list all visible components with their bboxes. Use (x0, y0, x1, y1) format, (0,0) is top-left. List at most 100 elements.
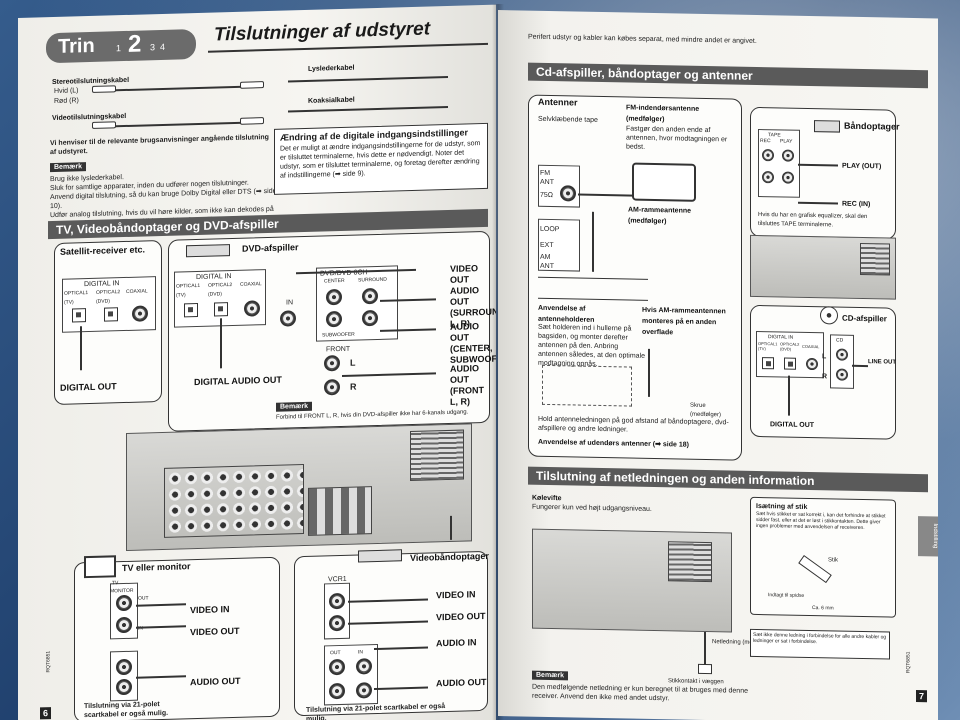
plug-label: Stik (828, 557, 839, 564)
section-cd-tape-antenna: Cd-afspiller, båndoptager og antenner (528, 62, 928, 89)
vcr-audio-in: AUDIO IN (436, 637, 477, 649)
cd-label: CD (836, 337, 844, 344)
step-1: 1 (116, 43, 122, 54)
cd-optical1: OPTICAL1 (TV) (758, 340, 778, 352)
trin-header: Trin 1 2 3 4 (46, 29, 196, 64)
tv-video-out: VIDEO OUT (190, 625, 240, 638)
cd-l-label: L (822, 353, 827, 361)
tv-icon (84, 555, 116, 579)
satellite-optical2: OPTICAL2 (DVD) (96, 289, 121, 305)
am-ant-label: AM ANT (540, 253, 554, 271)
power-note: Den medfølgende netledning er kun beregn… (532, 683, 748, 703)
cd-disc-icon (820, 306, 838, 325)
plug-mm-label: Ca. 6 mm (812, 605, 834, 612)
cd-line-cable (852, 364, 868, 368)
vcr-scart-note: Tilslutning via 21-polet scartkabel er o… (306, 703, 446, 720)
dvd-optical2: OPTICAL2 (DVD) (208, 282, 233, 298)
antenna-title: Antenner (538, 96, 578, 108)
tape-play-label: PLAY (780, 138, 793, 145)
satellite-optical1: OPTICAL1 (TV) (64, 290, 89, 306)
rca-jack-icon (762, 149, 774, 162)
left-page: Trin 1 2 3 4 Tilslutninger af udstyret S… (18, 4, 496, 720)
other-note: Sæt ikke denne ledning i forbindelse for… (753, 631, 887, 646)
subwoofer-label: SUBWOOFER (322, 331, 355, 339)
optical-port-icon (184, 302, 198, 318)
cooling-fan-icon (860, 242, 890, 276)
ohm-label: 75Ω (540, 191, 554, 200)
vcr-audio-out: AUDIO OUT (436, 676, 487, 689)
dvd-player-device-icon (186, 244, 230, 258)
doc-code-left: RQT6851 (45, 650, 52, 673)
step-2: 2 (128, 30, 142, 58)
optical-port-icon (72, 308, 86, 323)
manual-spread: Trin 1 2 3 4 Tilslutninger af udstyret S… (18, 4, 940, 720)
step-3: 3 (150, 42, 156, 53)
vcr-out-label: OUT (330, 649, 341, 657)
optical-cable (288, 75, 448, 83)
white-l-label: Hvid (L) (54, 87, 79, 95)
coax-cable-label: Koaksialkabel (308, 96, 355, 105)
top-note: Perifert udstyr og kabler kan købes sepa… (528, 33, 757, 45)
dvd-coaxial: COAXIAL (240, 281, 262, 288)
wall-mount-illustration (648, 348, 708, 399)
satellite-coaxial: COAXIAL (126, 288, 148, 295)
other-note-box: Sæt ikke denne ledning i forbindelse for… (750, 628, 890, 660)
stereo-cable (108, 85, 248, 92)
section-power: Tilslutning af netledningen og anden inf… (528, 466, 928, 493)
surround-label: SURROUND (358, 276, 387, 284)
tape-title: Båndoptager (844, 120, 900, 132)
digital-input-box: Ændring af de digitale indgangsindstilli… (274, 122, 488, 195)
satellite-digital-out: DIGITAL OUT (60, 381, 117, 393)
tv-out-label: OUT (138, 595, 149, 602)
fm-ant-label: FM ANT (540, 169, 554, 187)
intro-text: Vi henviser til de relevante brugsanvisn… (50, 133, 269, 157)
rear-terminal-block (164, 464, 304, 538)
trin-label: Trin (58, 34, 95, 58)
fan-body: Fungerer kun ved højt udgangsniveau. (532, 503, 652, 513)
front-l-label: L (350, 357, 356, 368)
dvd-note-tag: Bemærk (276, 401, 313, 412)
doc-code-right: RQT6851 (905, 651, 912, 674)
dvd-audio-front: AUDIO OUT (FRONT L, R) (450, 363, 484, 407)
page-number-left: 6 (40, 707, 52, 720)
cd-digital-cable (788, 375, 790, 416)
ext-label: EXT (540, 241, 554, 250)
keep-distance-note: Hold antenneledningen på god afstand af … (538, 415, 729, 434)
antenna-holder-body: Sæt holderen ind i hullerne på bagsiden,… (538, 323, 646, 368)
front-r-label: R (350, 381, 357, 392)
digital-input-body: Det er muligt at ændre indgangsindstilli… (280, 140, 481, 180)
coaxial-jack-icon (806, 357, 818, 371)
cd-title: CD-afspiller (842, 313, 887, 324)
plug-insert-body: Sæt hvis stikket er sat korrekt i, kan d… (756, 510, 886, 532)
vcr-video-in: VIDEO IN (436, 589, 476, 601)
coax-cable (288, 105, 448, 113)
cd-coaxial: COAXIAL (802, 343, 820, 350)
dvd-video-out: VIDEO OUT (450, 263, 479, 285)
page-number-right: 7 (916, 690, 928, 703)
tape-rec-in: REC (IN) (842, 200, 871, 209)
rca-jack-icon (762, 171, 774, 184)
tv-title: TV eller monitor (122, 561, 191, 574)
dvd-title: DVD-afspiller (242, 242, 299, 254)
speaker-terminal-block (308, 486, 372, 536)
power-cord (704, 631, 706, 668)
am-antenna-title: AM-rammeantenne (medfølger) (628, 206, 692, 226)
note-tag: Bemærk (50, 162, 87, 173)
am-loop-antenna-icon (632, 162, 696, 202)
right-page: Perifert udstyr og kabler kan købes sepa… (498, 10, 938, 720)
clip-illustration (542, 364, 632, 407)
antenna-tape: Selvklæbende tape (538, 115, 598, 124)
dvd-digital-cable (220, 318, 222, 369)
cd-optical2: OPTICAL2 (DVD) (780, 341, 800, 352)
satellite-cable (80, 326, 82, 371)
fm-jack-icon (560, 185, 576, 202)
cooling-fan-icon (668, 541, 712, 583)
loop-label: LOOP (540, 225, 560, 234)
optical-port-icon (104, 307, 118, 322)
rca-jack-icon (782, 171, 794, 184)
plug-insert-label: Indtagt til spidse (768, 592, 805, 599)
tape-deck-icon (814, 120, 840, 133)
vcr-device-icon (358, 549, 402, 563)
page-title: Tilslutninger af udstyret (214, 18, 431, 46)
stereo-plug-right (240, 81, 264, 89)
